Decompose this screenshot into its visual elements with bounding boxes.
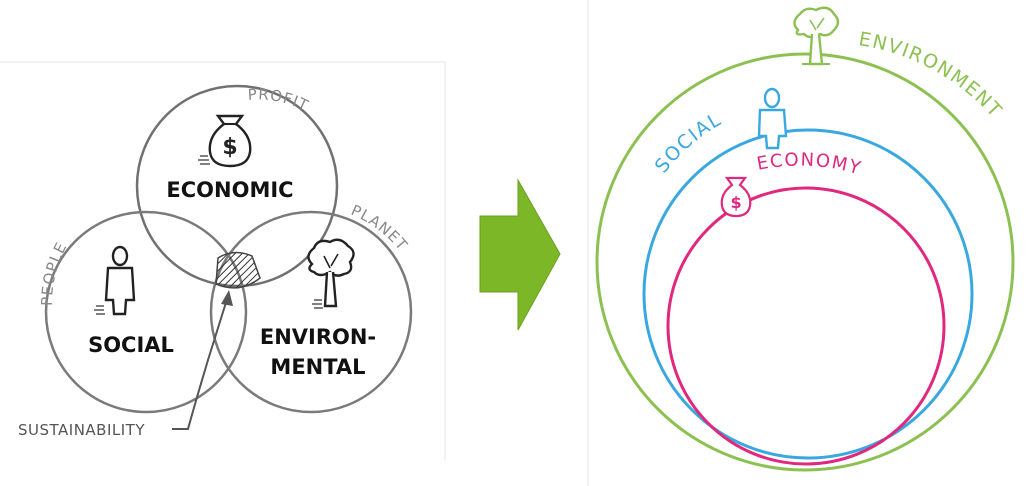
environment-circle bbox=[595, 52, 1015, 472]
svg-text:$: $ bbox=[730, 193, 741, 212]
profit-label: PROFIT bbox=[247, 85, 311, 115]
tree-icon bbox=[793, 6, 840, 66]
sustainability-pointer-arrowhead bbox=[221, 290, 233, 306]
svg-text:$: $ bbox=[222, 135, 237, 160]
social-circle bbox=[44, 210, 248, 414]
economic-label: ECONOMIC bbox=[166, 178, 293, 202]
money-bag-icon: $ bbox=[720, 176, 752, 218]
sustainability-pointer-line bbox=[172, 295, 229, 430]
environmental-label-line2: MENTAL bbox=[270, 355, 365, 379]
person-icon bbox=[94, 245, 136, 316]
right-nested-panel: $ ENVIRONMENT SOCIAL ECONOMY bbox=[595, 6, 1015, 472]
economy-circle bbox=[666, 186, 946, 466]
environmental-label-line1: ENVIRON- bbox=[260, 325, 376, 349]
left-venn-panel: $ ECONOMIC SOCIAL ENVIRON- MENTAL bbox=[0, 61, 446, 460]
economy-label: ECONOMY bbox=[755, 149, 864, 179]
social-circle bbox=[642, 128, 974, 460]
sustainability-label: SUSTAINABILITY bbox=[18, 421, 145, 439]
social-label: SOCIAL bbox=[88, 333, 174, 357]
planet-label: PLANET bbox=[348, 201, 411, 254]
social-label: SOCIAL bbox=[651, 108, 726, 177]
transition-arrow bbox=[479, 178, 561, 331]
environment-label: ENVIRONMENT bbox=[857, 28, 1006, 122]
green-right-arrow bbox=[479, 178, 561, 331]
money-bag-icon: $ bbox=[198, 114, 252, 168]
person-icon bbox=[757, 87, 788, 150]
sustainability-intersection bbox=[215, 251, 261, 289]
tree-icon bbox=[307, 238, 355, 309]
environmental-circle bbox=[209, 210, 413, 414]
